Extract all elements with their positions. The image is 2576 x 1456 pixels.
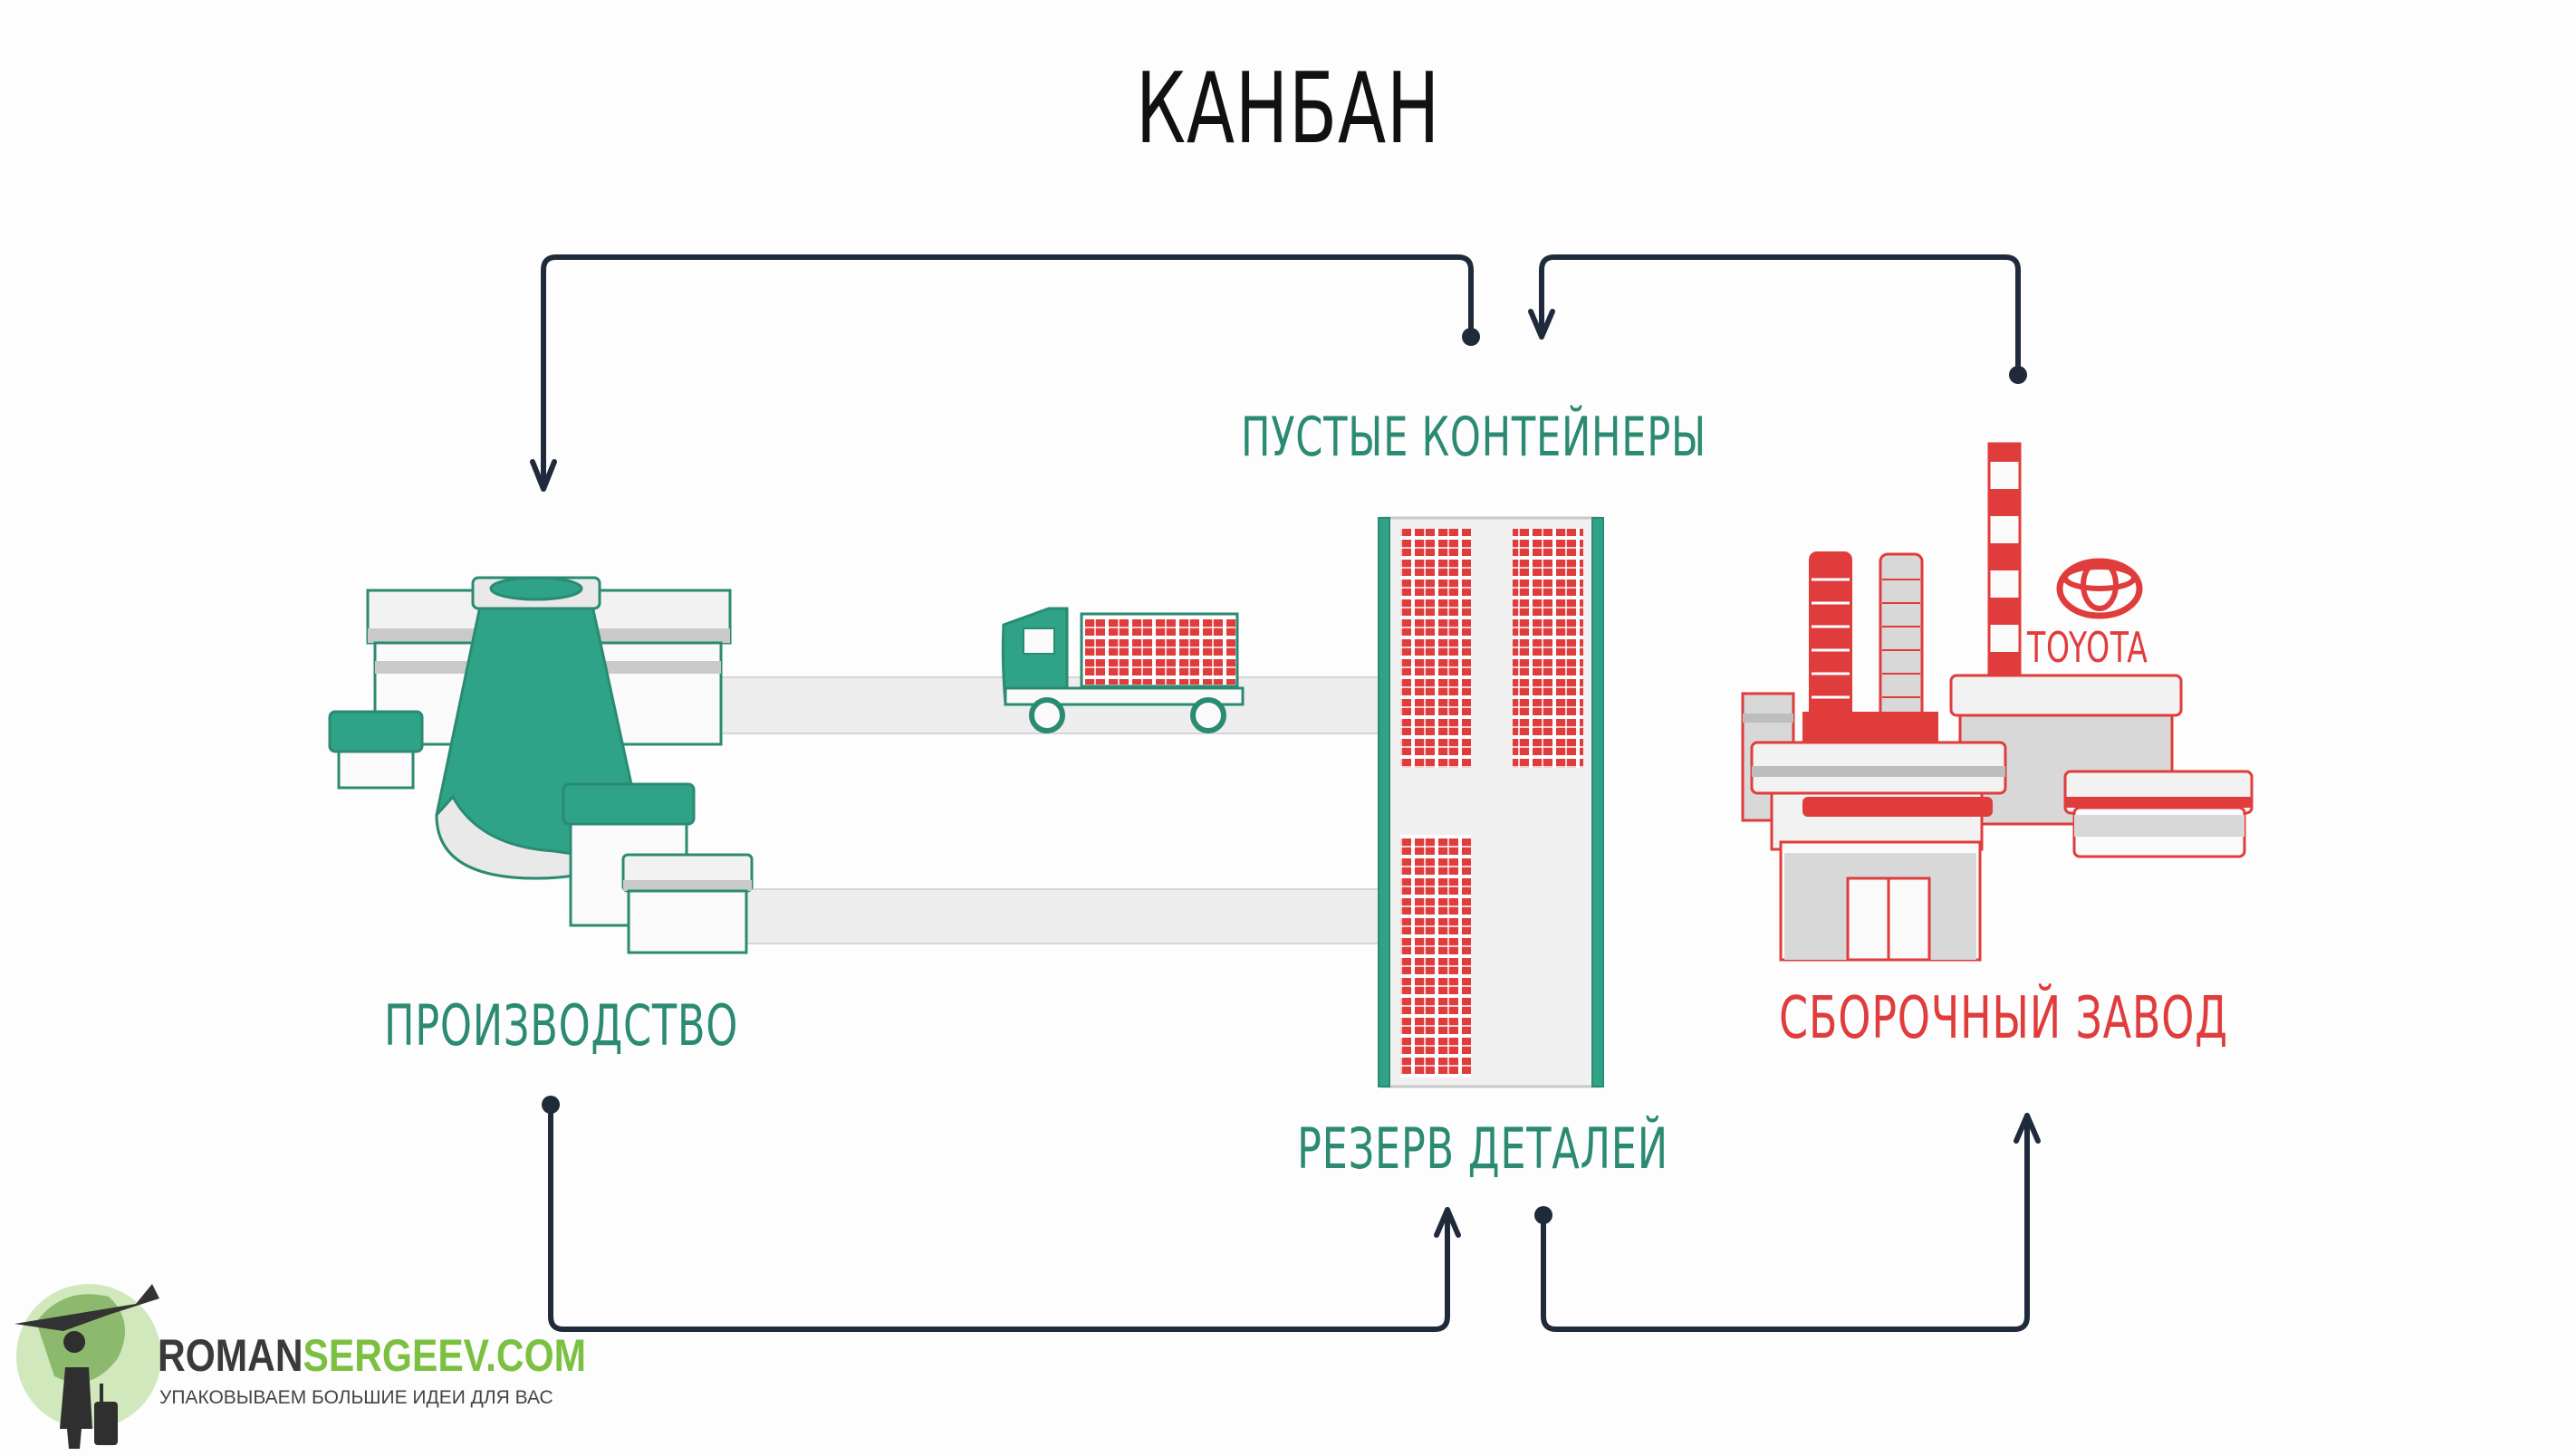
logo-globe-icon bbox=[14, 1284, 161, 1449]
toyota-label: TOYOTA bbox=[2027, 623, 2148, 672]
empty-containers-label: ПУСТЫЕ КОНТЕЙНЕРЫ bbox=[1241, 406, 1706, 469]
arrow-head-production-top bbox=[530, 459, 557, 492]
truck-icon bbox=[1001, 607, 1245, 733]
assembly-plant-label: СБОРОЧНЫЙ ЗАВОД bbox=[1779, 985, 2228, 1052]
arrow-head-assembly bbox=[2014, 1113, 2041, 1144]
production-plant-icon bbox=[328, 576, 754, 954]
brand-tagline: УПАКОВЫВАЕМ БОЛЬШИЕ ИДЕИ ДЛЯ ВАС bbox=[159, 1387, 553, 1408]
arrow-start-dot bbox=[1534, 1206, 1552, 1224]
arrow-head-empty bbox=[1528, 309, 1555, 340]
arrow-start-dot bbox=[1462, 328, 1480, 346]
parts-reserve-label: РЕЗЕРВ ДЕТАЛЕЙ bbox=[1297, 1116, 1668, 1182]
arrow-assembly-to-empty bbox=[1539, 254, 2021, 376]
arrow-reserve-to-production bbox=[541, 254, 1474, 492]
production-label: ПРОИЗВОДСТВО bbox=[384, 992, 739, 1058]
diagram-title: КАНБАН bbox=[1135, 53, 1441, 166]
branding-logo: ROMANSERGEEV.COM УПАКОВЫВАЕМ БОЛЬШИЕ ИДЕ… bbox=[9, 1259, 625, 1449]
parts-reserve-rack bbox=[1378, 516, 1604, 1088]
conveyor-bottom bbox=[733, 888, 1387, 944]
brand-name-part2: SERGEEV.COM bbox=[303, 1330, 587, 1381]
brand-name-part1: ROMAN bbox=[158, 1330, 303, 1381]
arrow-production-to-reserve bbox=[548, 1104, 1450, 1332]
arrow-start-dot bbox=[542, 1096, 560, 1114]
arrow-reserve-to-assembly bbox=[1541, 1113, 2030, 1332]
arrow-head-reserve bbox=[1434, 1207, 1461, 1238]
brand-name: ROMANSERGEEV.COM bbox=[158, 1329, 586, 1382]
arrow-start-dot bbox=[2009, 366, 2027, 384]
assembly-plant-icon bbox=[1741, 442, 2254, 962]
